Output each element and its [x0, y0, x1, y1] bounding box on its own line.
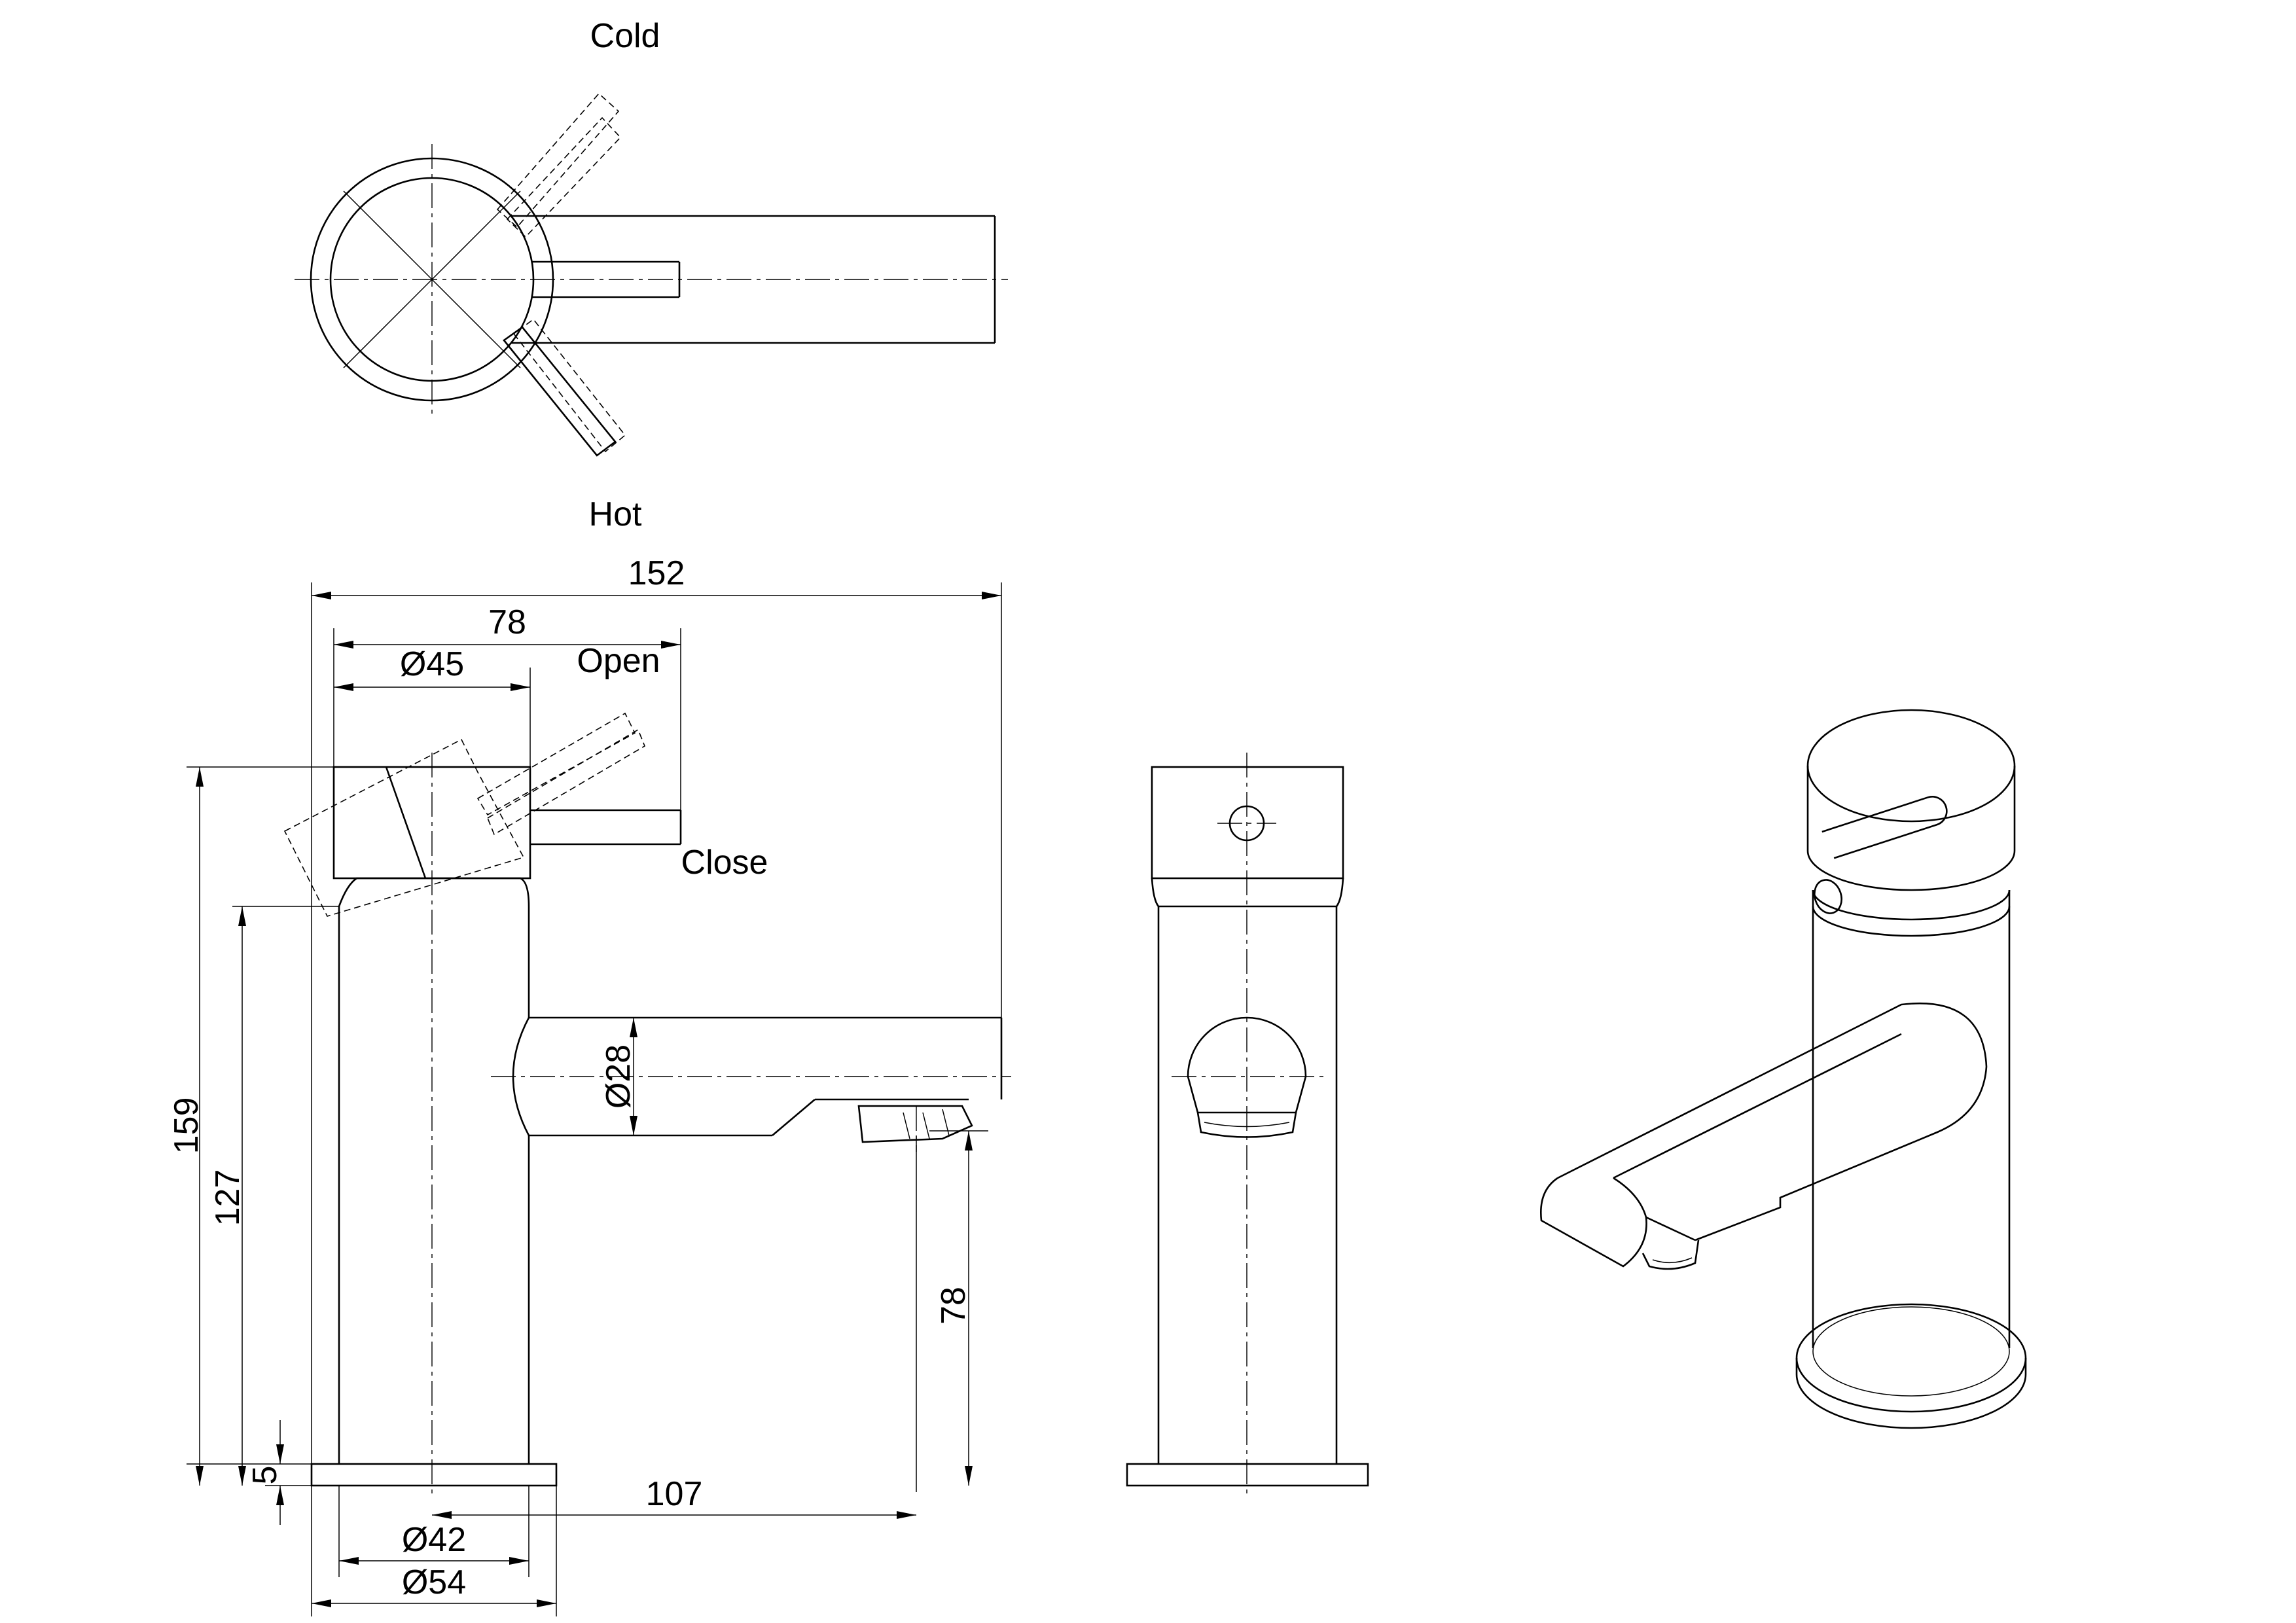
dim-spout-diameter: Ø28 — [600, 1044, 637, 1109]
close-label: Close — [681, 844, 768, 882]
dim-body-diameter: Ø42 — [402, 1521, 466, 1559]
base-plate — [310, 1463, 558, 1487]
dim-handle-reach: 78 — [488, 603, 526, 641]
dim-spout-projection: 107 — [646, 1475, 703, 1513]
dim-base-thickness: 5 — [246, 1466, 284, 1485]
hot-label: Hot — [589, 495, 642, 533]
dim-base-diameter: Ø54 — [402, 1563, 466, 1601]
dim-overall-length: 152 — [628, 554, 685, 592]
side-cap — [1151, 766, 1344, 880]
cold-label: Cold — [590, 17, 660, 55]
dim-body-height: 127 — [209, 1169, 247, 1226]
dim-body-diameter-top: Ø45 — [400, 645, 464, 683]
dim-total-height: 159 — [168, 1097, 206, 1154]
plan-view: Cold Hot — [295, 17, 1008, 533]
iso-cap-top — [1806, 709, 2016, 823]
front-elevation: 152 78 Ø45 Open Close Ø28 159 127 — [168, 554, 1011, 1616]
open-label: Open — [577, 642, 660, 680]
side-base-plate — [1126, 1463, 1369, 1487]
side-elevation — [1126, 753, 1369, 1499]
dim-spout-height: 78 — [935, 1287, 973, 1325]
isometric-view — [1540, 709, 2027, 1429]
